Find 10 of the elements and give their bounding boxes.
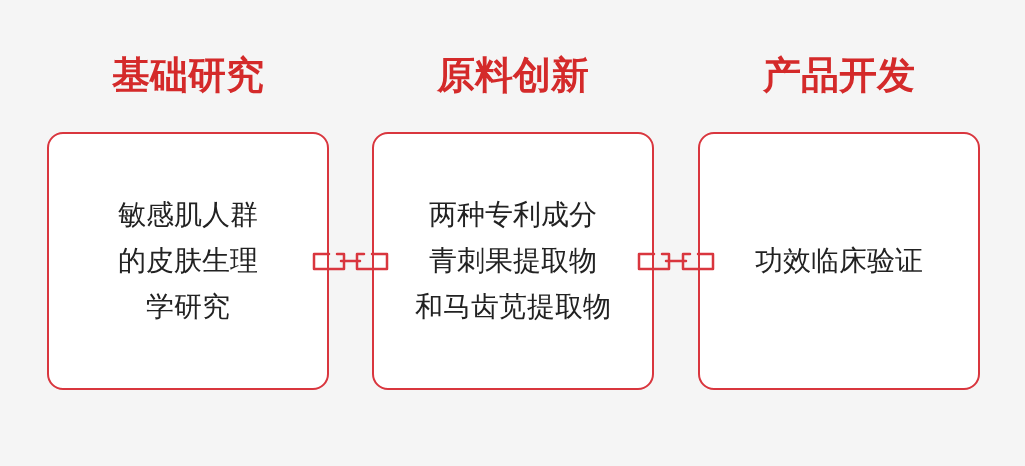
box-text: 敏感肌人群的皮肤生理学研究 [117, 197, 259, 325]
box-text: 两种专利成分 [428, 197, 598, 233]
box-text: 青刺果提取物 [428, 243, 598, 279]
box-text: 功效临床验证 [754, 243, 924, 279]
chain-link-connector [637, 252, 715, 271]
stage-heading: 原料创新 [436, 56, 590, 94]
box-text: 和马齿苋提取物 [414, 289, 612, 325]
stage-heading: 产品开发 [762, 56, 916, 94]
stage-heading: 基础研究 [111, 56, 265, 94]
chain-link-connector [312, 252, 389, 271]
